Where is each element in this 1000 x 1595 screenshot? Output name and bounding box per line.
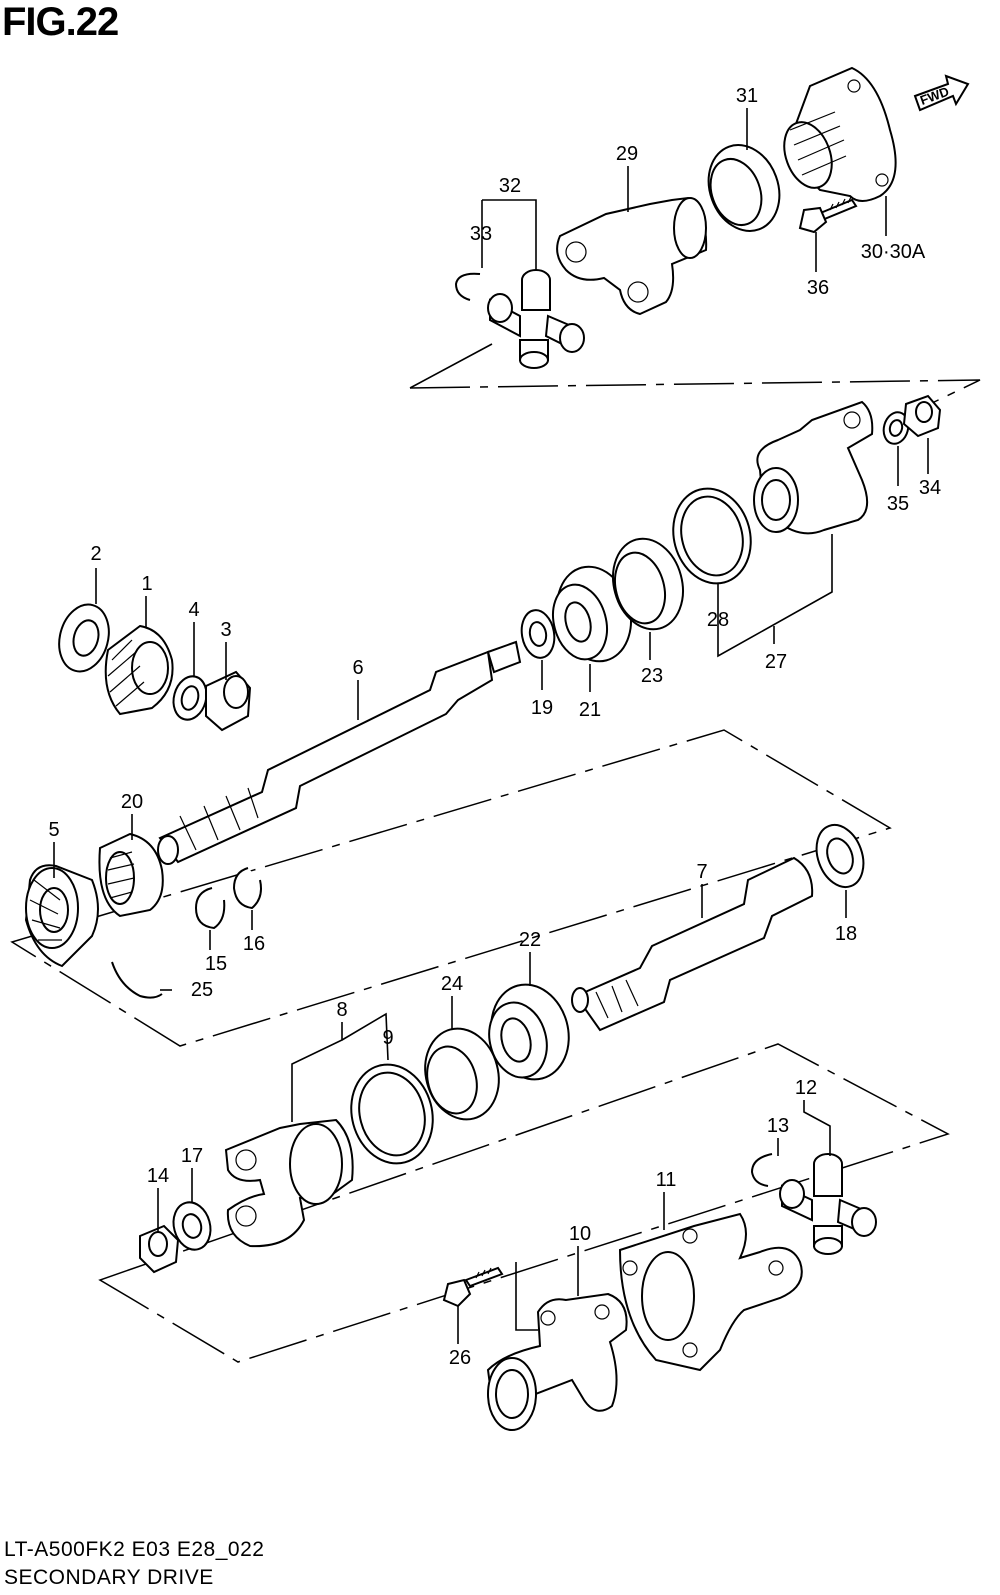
- callout-21: 21: [579, 699, 601, 721]
- part-22-bearing: [488, 983, 570, 1081]
- part-8-yoke: [224, 1118, 354, 1248]
- callout-34: 34: [919, 477, 941, 499]
- callout-32: 32: [499, 175, 521, 197]
- part-23-seal: [612, 537, 684, 631]
- callout-16: 16: [243, 933, 265, 955]
- callout-10: 10: [569, 1223, 591, 1245]
- callout-36: 36: [807, 277, 829, 299]
- part-2-washer: [58, 603, 110, 673]
- part-3-nut: [205, 670, 252, 732]
- part-13-circlip: [750, 1153, 773, 1187]
- part-20-bearing: [98, 832, 164, 918]
- callout-26: 26: [449, 1347, 471, 1369]
- callout-35: 35: [887, 493, 909, 515]
- callout-9: 9: [382, 1027, 393, 1049]
- callout-1: 1: [141, 573, 152, 595]
- figure-title: FIG.22: [2, 0, 119, 44]
- fwd-arrow-icon: FWD: [913, 74, 970, 112]
- part-4-washer: [172, 675, 208, 721]
- callout-3: 3: [220, 619, 231, 641]
- part-7-shaft: [571, 856, 814, 1032]
- part-19-washer: [520, 609, 556, 659]
- callout-2: 2: [90, 543, 101, 565]
- callout-14: 14: [147, 1165, 169, 1187]
- leader-lines: [53, 108, 929, 1344]
- model-code: LT-A500FK2 E03 E28_022: [4, 1538, 265, 1561]
- part-28-o-ring: [672, 487, 752, 585]
- callout-33: 33: [470, 223, 492, 245]
- part-9-o-ring: [350, 1063, 434, 1165]
- diagram-caption: SECONDARY DRIVE: [4, 1566, 214, 1589]
- group-boundaries: [10, 343, 981, 1363]
- callout-15: 15: [205, 953, 227, 975]
- callout-labels: 31 29 32 33 30·30A 36 2 1 4 3 6 5 20 15 …: [48, 85, 941, 1369]
- part-33-circlip: [454, 272, 481, 301]
- callout-17: 17: [181, 1145, 203, 1167]
- callout-4: 4: [188, 599, 199, 621]
- part-21-bearing: [552, 565, 632, 663]
- part-29-yoke: [556, 196, 708, 316]
- part-36-bolt: [798, 196, 858, 234]
- part-32-spider: [487, 269, 585, 369]
- callout-13: 13: [767, 1115, 789, 1137]
- part-27-yoke: [753, 400, 874, 535]
- callout-28: 28: [707, 609, 729, 631]
- part-35-washer: [882, 411, 910, 445]
- part-34-nut: [902, 394, 942, 438]
- callout-11: 11: [656, 1169, 677, 1191]
- callout-20: 20: [121, 791, 143, 813]
- callout-25: 25: [191, 979, 213, 1001]
- callout-22: 22: [519, 929, 541, 951]
- part-5-gear: [24, 864, 99, 968]
- callout-23: 23: [641, 665, 663, 687]
- part-24-seal: [424, 1027, 500, 1121]
- callout-29: 29: [616, 143, 638, 165]
- part-10-flange: [486, 1292, 628, 1431]
- part-1-bevel-gear: [104, 624, 174, 716]
- part-30-output-flange: [783, 66, 897, 202]
- part-18-washer: [815, 824, 865, 888]
- callout-18: 18: [835, 923, 857, 945]
- part-14-nut: [139, 1224, 180, 1274]
- callout-7: 7: [696, 861, 707, 883]
- callout-30-30a: 30·30A: [861, 241, 926, 263]
- part-16-circlip: [232, 867, 262, 910]
- callout-8: 8: [336, 999, 347, 1021]
- part-25-circlip: [111, 961, 163, 999]
- callout-12: 12: [795, 1077, 817, 1099]
- callout-6: 6: [352, 657, 363, 679]
- part-11-yoke-flange: [618, 1212, 803, 1372]
- part-17-washer: [172, 1201, 212, 1251]
- part-31-seal: [707, 144, 781, 232]
- part-15-circlip: [194, 887, 226, 930]
- callout-31: 31: [736, 85, 758, 107]
- callout-24: 24: [441, 973, 463, 995]
- callout-19: 19: [531, 697, 553, 719]
- part-6-shaft: [157, 640, 522, 865]
- callout-27: 27: [765, 651, 787, 673]
- part-26-bolt: [442, 1266, 504, 1308]
- callout-5: 5: [48, 819, 59, 841]
- part-12-spider: [779, 1153, 877, 1255]
